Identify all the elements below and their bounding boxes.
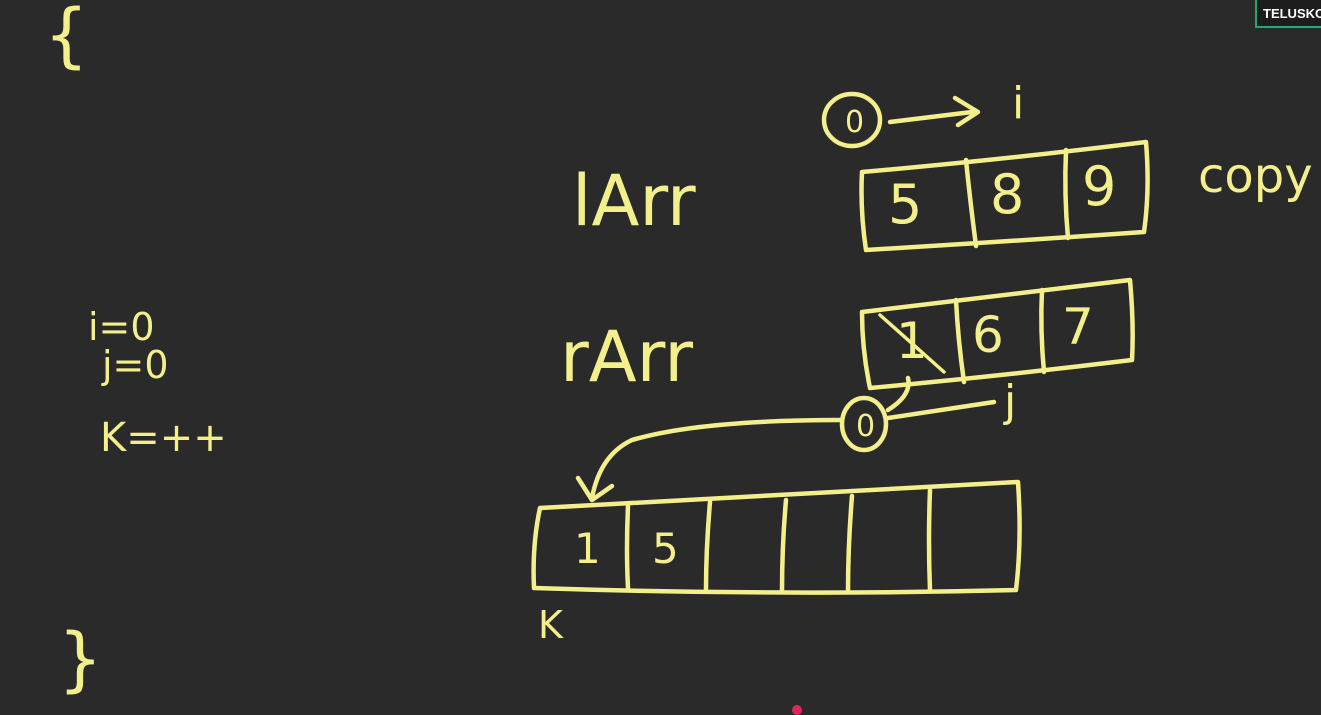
merged-array-cell: 1 — [574, 524, 601, 573]
i-init-note: i=0 — [88, 305, 155, 349]
right-array-cell: 1 — [896, 312, 928, 370]
left-array-cell: 5 — [888, 173, 923, 236]
j-pointer — [575, 375, 997, 503]
left-array-label: lArr — [572, 160, 696, 242]
right-array-cell: 6 — [972, 306, 1004, 364]
open-brace: { — [44, 0, 89, 76]
i-pointer-index: 0 — [845, 105, 864, 140]
left-array-cell: 8 — [990, 163, 1025, 226]
j-pointer-index: 0 — [856, 409, 875, 444]
i-pointer-var: i — [1012, 78, 1025, 129]
j-pointer-var: j — [1004, 376, 1017, 427]
k-incr-note: K=++ — [100, 415, 227, 461]
brand-logo: TELUSKO — [1255, 0, 1321, 28]
right-array-label: rArr — [560, 316, 693, 398]
recording-dot — [792, 705, 802, 715]
right-array-cell: 7 — [1062, 298, 1094, 356]
close-brace: } — [58, 618, 103, 700]
merged-array-cell: 5 — [652, 524, 679, 573]
merged-array-box — [531, 479, 1022, 595]
right-array-box — [859, 277, 1135, 391]
strike-mark — [878, 313, 946, 374]
j-init-note: j=0 — [102, 343, 169, 387]
i-pointer — [821, 91, 981, 149]
k-pointer-var: K — [538, 603, 563, 647]
left-array-box — [859, 139, 1150, 253]
copy-annotation: copy — [1198, 148, 1313, 204]
left-array-cell: 9 — [1082, 155, 1117, 218]
